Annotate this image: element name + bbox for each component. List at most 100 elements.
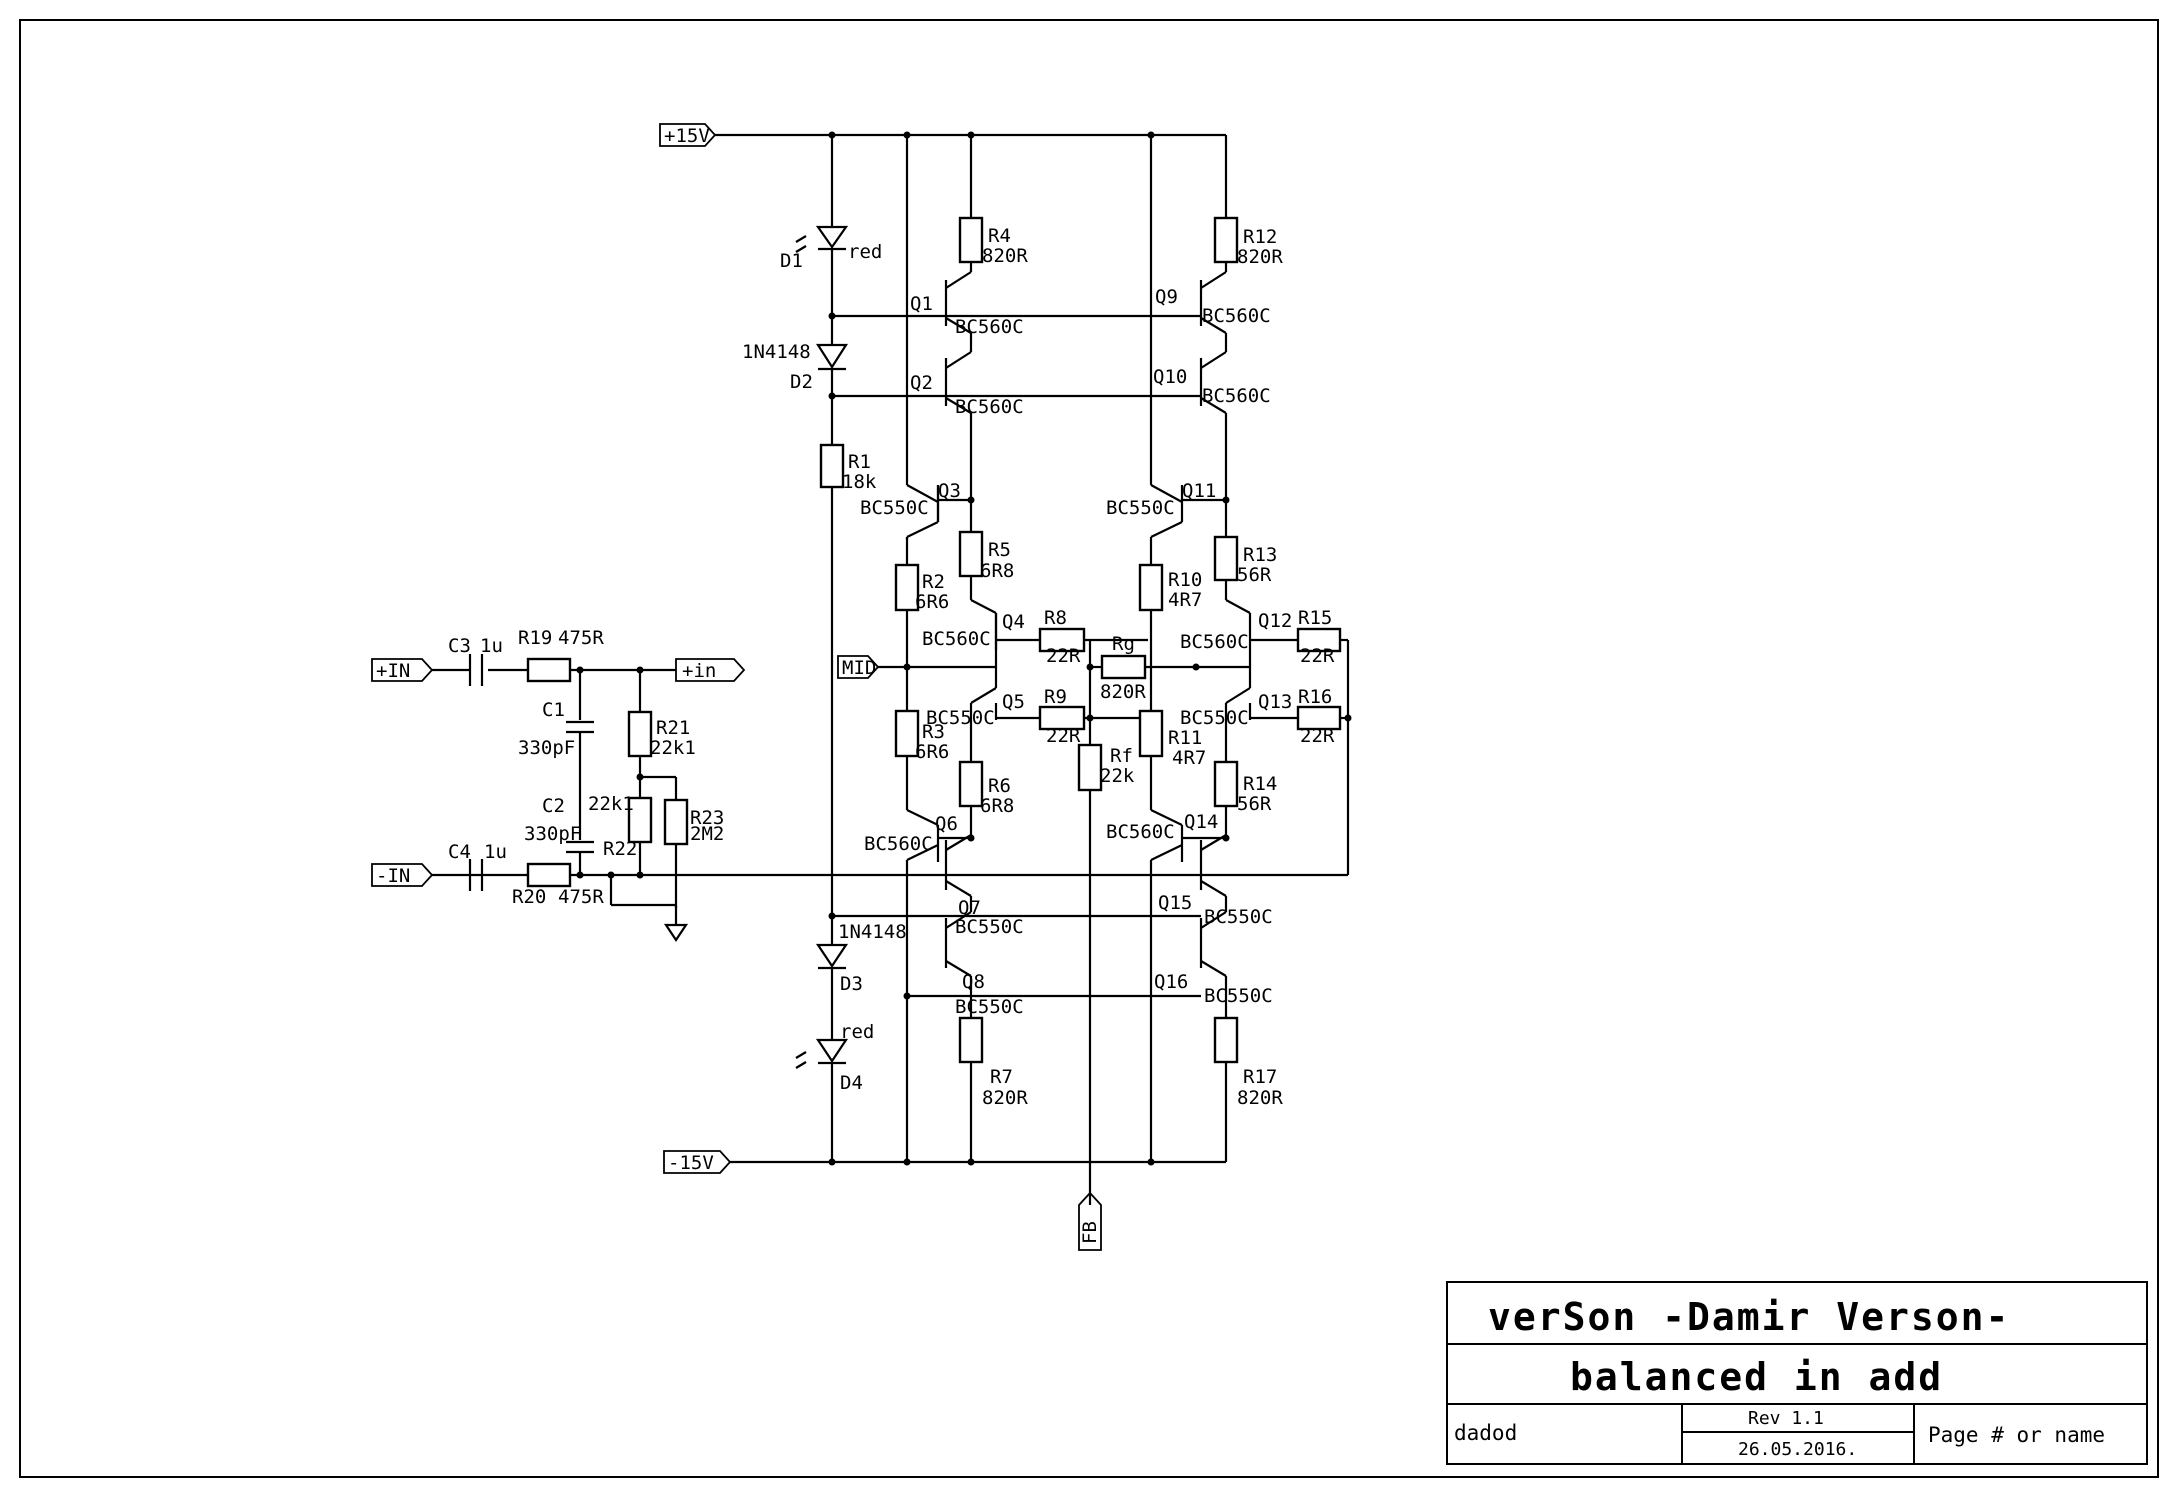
label-q3: Q3 <box>938 480 961 502</box>
label-r6: R6 <box>988 775 1011 797</box>
label-d3: D3 <box>840 973 863 995</box>
label-p15: +15V <box>664 125 710 147</box>
port-mid: MID <box>837 655 880 679</box>
label-min: -IN <box>376 865 410 887</box>
rg-body <box>1100 654 1147 680</box>
label-r15: R15 <box>1298 607 1332 629</box>
label-d4: D4 <box>840 1072 863 1094</box>
r10-body <box>1138 563 1164 612</box>
label-r16v: 22R <box>1300 725 1335 747</box>
label-r13v: 56R <box>1237 564 1272 586</box>
label-q7: Q7 <box>958 897 981 919</box>
title-block-title: balanced in add <box>1570 1355 1943 1399</box>
label-r6v: 6R8 <box>980 795 1014 817</box>
r14-body <box>1213 760 1239 808</box>
label-c3v: 1u <box>480 635 503 657</box>
label-r1v: 18k <box>842 471 877 493</box>
label-q13: Q13 <box>1258 691 1292 713</box>
label-r4: R4 <box>988 225 1011 247</box>
label-r21v: 22k1 <box>650 737 696 759</box>
label-d1v: red <box>848 241 882 263</box>
r20-body <box>526 862 572 888</box>
label-r19v: 475R <box>558 627 604 649</box>
resistors <box>526 216 1342 1064</box>
label-q10v: BC560C <box>1202 385 1271 407</box>
r15-body <box>1296 627 1342 653</box>
r4-body <box>958 216 984 264</box>
label-c2v: 330pF <box>524 823 581 845</box>
label-rf: Rf <box>1110 745 1133 767</box>
label-c4v: 1u <box>484 841 507 863</box>
rf-body <box>1077 743 1103 792</box>
label-rg: Rg <box>1112 633 1135 655</box>
port-fb: FB <box>1078 1191 1102 1251</box>
label-q11: Q11 <box>1182 480 1216 502</box>
c4-symbol <box>468 859 484 891</box>
label-r7v: 820R <box>982 1087 1028 1109</box>
label-q15v: BC550C <box>1204 906 1273 928</box>
label-r15v: 22R <box>1300 645 1335 667</box>
label-r12: R12 <box>1243 226 1277 248</box>
label-q6: Q6 <box>935 813 958 835</box>
label-q14v: BC560C <box>1106 821 1175 843</box>
label-c4: C4 <box>448 841 471 863</box>
label-pin_out: +in <box>682 660 716 682</box>
label-mid: MID <box>842 657 876 679</box>
drawing-frame <box>19 19 2159 1478</box>
label-m15: -15V <box>668 1152 714 1174</box>
r9-body <box>1038 705 1086 731</box>
component-labels: D1 red 1N4148 D2 1N4148 D3 red D4 R1 18k… <box>448 225 1335 1109</box>
c1-symbol <box>566 720 594 734</box>
capacitors <box>468 654 594 891</box>
label-d2: D2 <box>790 371 813 393</box>
label-q2v: BC560C <box>955 396 1024 418</box>
label-r16: R16 <box>1298 686 1332 708</box>
label-r1: R1 <box>848 451 871 473</box>
r6-body <box>958 760 984 808</box>
r2-body <box>894 563 920 612</box>
label-r17: R17 <box>1243 1066 1277 1088</box>
r12-body <box>1213 216 1239 264</box>
label-r10v: 4R7 <box>1168 589 1202 611</box>
r3-body <box>894 709 920 758</box>
label-q15: Q15 <box>1158 892 1192 914</box>
label-r12v: 820R <box>1237 246 1283 268</box>
c2-symbol <box>566 840 594 854</box>
label-r10: R10 <box>1168 569 1202 591</box>
label-q8v: BC550C <box>955 996 1024 1018</box>
d1-symbol <box>795 225 849 253</box>
port-pin-out: +in <box>675 658 746 682</box>
r23-body <box>663 798 689 846</box>
label-r20: R20 <box>512 886 546 908</box>
label-r9v: 22R <box>1046 725 1081 747</box>
port-p15: +15V <box>659 123 717 147</box>
title-block-company: verSon -Damir Verson- <box>1488 1295 2010 1339</box>
label-c3: C3 <box>448 635 471 657</box>
r16-body <box>1296 705 1342 731</box>
label-rfv: 22k <box>1100 765 1135 787</box>
label-q12v: BC560C <box>1180 631 1249 653</box>
c3-symbol <box>468 654 484 686</box>
r11-body <box>1138 709 1164 758</box>
r7-body <box>958 1016 984 1064</box>
label-r3v: 6R6 <box>915 741 949 763</box>
r19-body <box>526 657 572 683</box>
label-q8: Q8 <box>962 971 985 993</box>
wires <box>432 133 1350 1205</box>
r21-body <box>627 710 653 758</box>
title-block: verSon -Damir Verson- balanced in add da… <box>1446 1281 2148 1465</box>
label-q12: Q12 <box>1258 610 1292 632</box>
label-q5: Q5 <box>1002 691 1025 713</box>
d3-symbol <box>815 943 849 970</box>
label-q16v: BC550C <box>1204 985 1273 1007</box>
label-pin: +IN <box>376 660 410 682</box>
r8-body <box>1038 627 1086 653</box>
label-q11v: BC550C <box>1106 497 1175 519</box>
label-q1: Q1 <box>910 293 933 315</box>
label-r4v: 820R <box>982 245 1028 267</box>
label-r21: R21 <box>656 717 690 739</box>
label-q16: Q16 <box>1154 971 1188 993</box>
port-min: -IN <box>371 863 434 887</box>
label-q5v: BC550C <box>926 707 995 729</box>
